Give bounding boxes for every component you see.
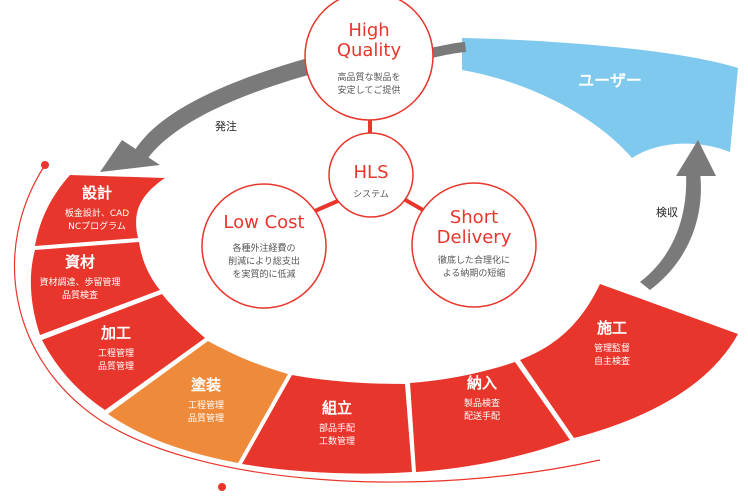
segment-title: 納入 bbox=[467, 374, 497, 392]
delivery-desc: よる納期の短縮 bbox=[443, 267, 506, 279]
segment-title: 設計 bbox=[82, 184, 112, 202]
segment-assembly-label: 組立 部品手配 工数管理 bbox=[319, 399, 355, 447]
segment-title: 加工 bbox=[100, 324, 131, 342]
cost-desc: を実質的に低減 bbox=[232, 268, 295, 280]
segment-processing-label: 加工 工程管理 品質管理 bbox=[98, 324, 134, 372]
center-title: HLS bbox=[354, 162, 389, 183]
inspection-label: 検収 bbox=[656, 205, 678, 219]
outer-accent-arc bbox=[13, 164, 601, 483]
accent-dot-bottom bbox=[218, 483, 226, 491]
inspection-arrowhead bbox=[676, 140, 716, 176]
segment-assembly bbox=[242, 375, 412, 474]
delivery-title: Delivery bbox=[437, 227, 512, 248]
segment-title: 資材 bbox=[65, 253, 95, 271]
order-arrow-tail bbox=[430, 42, 466, 58]
cost-desc: 削減により総支出 bbox=[228, 255, 300, 267]
user-block bbox=[462, 38, 738, 158]
segment-delivery-label: 納入 製品検査 配送手配 bbox=[464, 374, 500, 422]
user-label: ユーザー bbox=[578, 71, 642, 90]
segment-detail: 自主検査 bbox=[594, 355, 630, 367]
cost-title: Low Cost bbox=[223, 212, 304, 233]
center-circle: HLS システム bbox=[328, 132, 414, 218]
inspection-arrow bbox=[640, 172, 701, 290]
segment-detail: 配送手配 bbox=[464, 410, 500, 422]
segment-detail: 部品手配 bbox=[319, 422, 355, 434]
segment-detail: 資材調達、歩留管理 bbox=[39, 276, 120, 288]
segment-painting bbox=[108, 341, 288, 463]
quality-circle: High Quality 高品質な製品を 安定してご提供 bbox=[304, 0, 434, 121]
segment-detail: 管理監督 bbox=[594, 342, 630, 354]
segment-detail: 板金設計、CAD bbox=[65, 207, 129, 219]
segment-title: 組立 bbox=[322, 399, 352, 417]
order-label: 発注 bbox=[215, 119, 237, 133]
delivery-circle-shape bbox=[411, 182, 537, 308]
segment-detail: NCプログラム bbox=[68, 220, 126, 232]
quality-title: Quality bbox=[337, 40, 402, 61]
segment-title: 塗装 bbox=[191, 376, 222, 394]
segment-materials-label: 資材 資材調達、歩留管理 品質検査 bbox=[39, 253, 120, 301]
quality-desc: 安定してご提供 bbox=[338, 84, 401, 96]
segment-title: 施工 bbox=[597, 319, 627, 337]
order-arrowhead bbox=[100, 140, 160, 172]
accent-dot-top bbox=[41, 161, 49, 169]
segment-design-label: 設計 板金設計、CAD NCプログラム bbox=[65, 184, 129, 232]
segment-detail: 製品検査 bbox=[464, 397, 500, 409]
quality-desc: 高品質な製品を bbox=[337, 71, 400, 83]
segment-detail: 品質管理 bbox=[188, 412, 224, 424]
segment-detail: 品質管理 bbox=[98, 360, 134, 372]
delivery-circle: Short Delivery 徹底した合理化に よる納期の短縮 bbox=[411, 182, 537, 308]
order-arrow bbox=[135, 58, 312, 158]
cost-circle: Low Cost 各種外注経費の 削減により総支出 を実質的に低減 bbox=[201, 183, 327, 309]
segment-painting-label: 塗装 工程管理 品質管理 bbox=[188, 376, 224, 424]
segment-construction bbox=[520, 284, 738, 438]
segment-detail: 品質検査 bbox=[62, 289, 98, 301]
delivery-title: Short bbox=[450, 207, 498, 228]
segment-detail: 工数管理 bbox=[319, 435, 355, 447]
center-subtitle: システム bbox=[353, 189, 389, 200]
quality-title: High bbox=[348, 20, 389, 41]
quality-circle-shape bbox=[304, 0, 434, 121]
segment-detail: 工程管理 bbox=[98, 347, 134, 359]
delivery-desc: 徹底した合理化に bbox=[438, 254, 510, 266]
segment-processing bbox=[42, 294, 205, 410]
segment-materials bbox=[30, 242, 160, 335]
segment-design bbox=[35, 175, 165, 246]
cost-desc: 各種外注経費の bbox=[232, 242, 295, 254]
segment-delivery bbox=[410, 362, 570, 472]
cost-circle-shape bbox=[201, 183, 327, 309]
segment-detail: 工程管理 bbox=[188, 399, 224, 411]
center-circle-shape bbox=[328, 132, 414, 218]
segment-construction-label: 施工 管理監督 自主検査 bbox=[594, 319, 630, 367]
